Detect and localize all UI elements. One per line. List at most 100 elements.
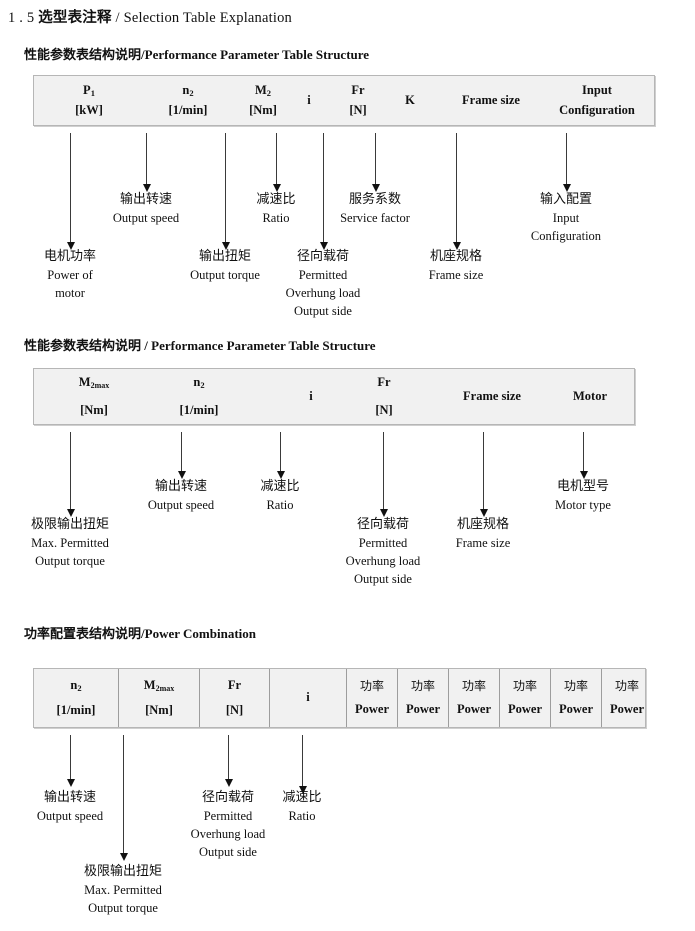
table3-col-power-1: 功率 Power: [346, 669, 397, 727]
note-overhung-load-2-en-1: Permitted: [358, 535, 408, 550]
note-overhung-load-2-en-2: Overhung load: [345, 553, 421, 568]
note-overhung-load-1-en-3: Output side: [294, 304, 352, 319]
note-motor-type-cn: 电机型号: [556, 478, 609, 493]
section-number: 1 . 5: [8, 10, 35, 26]
arrow-to-note-frame-size-2: [479, 432, 488, 517]
note-max-permitted-torque-3-cn: 极限输出扭矩: [83, 863, 162, 878]
arrow-to-note-output-speed-3: [66, 735, 75, 787]
page-title-cn: 选型表注释: [38, 10, 112, 26]
table2-col-frame-size-label: Frame size: [463, 388, 521, 403]
table3-col-power-2-cn: 功率: [410, 679, 435, 694]
note-input-configuration-cn: 输入配置: [539, 191, 592, 206]
arrow-to-note-overhung-load-2: [379, 432, 388, 517]
table2-col-m2max-unit: [Nm]: [80, 402, 108, 417]
table3-col-power-1-cn: 功率: [359, 679, 384, 694]
table1-col-p1-unit: [kW]: [75, 102, 103, 117]
table3-col-power-5: 功率 Power: [550, 669, 601, 727]
table3-col-power-6-cn: 功率: [614, 679, 639, 694]
note-input-configuration-en-1: Input: [552, 210, 580, 225]
note-ratio-2-cn: 减速比: [260, 478, 300, 493]
table1-col-n2: n2 [1/min]: [138, 76, 238, 125]
note-service-factor: 服务系数 Service factor: [305, 190, 445, 227]
table2-col-n2-unit: [1/min]: [179, 402, 219, 417]
table3-col-power-2: 功率 Power: [397, 669, 448, 727]
arrow-to-note-input-configuration: [562, 133, 571, 192]
table3-col-i: i: [269, 669, 346, 727]
table1-col-p1: P1 [kW]: [34, 76, 144, 125]
table1-col-m2-sub: 2: [266, 88, 272, 99]
table3-col-fr-unit: [N]: [225, 703, 244, 717]
table2-col-frame-size: Frame size: [432, 369, 552, 424]
section-1-heading-sep: /: [141, 47, 145, 62]
note-input-configuration: 输入配置 Input Configuration: [496, 190, 636, 245]
note-power-of-motor-en-2: motor: [55, 285, 85, 300]
arrow-to-note-output-torque: [221, 133, 230, 250]
table3-col-m2max-symbol: M: [143, 677, 156, 692]
note-ratio-2: 减速比 Ratio: [210, 477, 350, 514]
section-1-heading-en: Performance Parameter Table Structure: [144, 47, 370, 62]
table3-col-fr: Fr [N]: [199, 669, 269, 727]
note-motor-type-en: Motor type: [555, 497, 611, 512]
note-motor-type: 电机型号 Motor type: [513, 477, 653, 514]
table3-col-power-4: 功率 Power: [499, 669, 550, 727]
table3-col-fr-symbol: Fr: [227, 677, 242, 692]
section-1-heading: 性能参数表结构说明/Performance Parameter Table St…: [24, 44, 369, 63]
note-max-permitted-torque-3-en-1: Max. Permitted: [84, 882, 162, 897]
table3-col-m2max: M2max [Nm]: [118, 669, 199, 727]
arrow-to-note-output-speed: [142, 133, 151, 192]
table1-col-i-symbol: i: [307, 92, 311, 107]
table2-col-i-symbol: i: [309, 388, 313, 403]
note-overhung-load-1-cn: 径向载荷: [296, 248, 349, 263]
table3-col-m2max-unit: [Nm]: [145, 703, 173, 717]
note-ratio-1-cn: 减速比: [256, 191, 296, 206]
table1-col-input-config-l2: Configuration: [559, 102, 635, 117]
arrow-to-note-ratio-3: [298, 735, 307, 794]
note-max-permitted-torque-3-en-2: Output torque: [88, 900, 158, 915]
note-max-permitted-torque-1-en-1: Max. Permitted: [31, 535, 109, 550]
section-2-heading: 性能参数表结构说明 / Performance Parameter Table …: [24, 335, 376, 354]
table2-col-n2: n2 [1/min]: [144, 369, 254, 424]
note-output-speed-1-cn: 输出转速: [119, 191, 172, 206]
table1-col-fr-symbol: Fr: [351, 83, 365, 98]
note-max-permitted-torque-1-en-2: Output torque: [35, 553, 105, 568]
page-title-en: Selection Table Explanation: [123, 10, 292, 26]
page-title: 1 . 5 选型表注释 / Selection Table Explanatio…: [8, 6, 292, 27]
table2-col-motor: Motor: [546, 369, 634, 424]
section-3-heading-en: Power Combination: [144, 626, 256, 641]
table1-col-n2-symbol: n: [182, 83, 190, 98]
table1-col-m2-symbol: M: [254, 83, 267, 98]
table1-col-fr: Fr [N]: [330, 76, 386, 125]
table1-col-i: i: [289, 76, 329, 125]
note-ratio-1: 减速比 Ratio: [206, 190, 346, 227]
table2-col-fr-symbol: Fr: [377, 375, 391, 390]
note-output-speed-1: 输出转速 Output speed: [76, 190, 216, 227]
note-power-of-motor-cn: 电机功率: [43, 248, 96, 263]
table1-col-fr-unit: [N]: [349, 102, 367, 117]
table2-col-m2max-sub: 2max: [90, 381, 110, 391]
note-overhung-load-3-cn: 径向载荷: [201, 789, 254, 804]
table1-col-n2-sub: 2: [189, 88, 194, 99]
table2-col-fr-unit: [N]: [375, 402, 393, 417]
note-frame-size-2-en: Frame size: [455, 535, 511, 550]
note-overhung-load-3-en-2: Overhung load: [190, 826, 266, 841]
arrow-to-note-power-of-motor: [66, 133, 75, 250]
note-service-factor-en: Service factor: [340, 210, 410, 225]
table1-col-k-symbol: K: [405, 92, 415, 107]
performance-table-1: P1 [kW] n2 [1/min] M2 [Nm] i Fr [N] K Fr…: [33, 75, 655, 126]
note-overhung-load-3-en-1: Permitted: [203, 808, 253, 823]
section-3-heading-sep: /: [141, 626, 145, 641]
table3-col-n2-symbol: n: [70, 677, 78, 692]
title-separator: /: [115, 10, 120, 26]
note-output-speed-2-en: Output speed: [147, 497, 215, 512]
table2-col-motor-label: Motor: [572, 388, 607, 403]
note-output-speed-3-en: Output speed: [36, 808, 104, 823]
table3-col-i-symbol: i: [306, 690, 310, 705]
section-2-heading-cn: 性能参数表结构说明: [24, 338, 142, 353]
note-overhung-load-3: 径向载荷 Permitted Overhung load Output side: [158, 788, 298, 861]
arrow-to-note-service-factor: [371, 133, 380, 192]
note-output-speed-3: 输出转速 Output speed: [0, 788, 140, 825]
section-3-heading: 功率配置表结构说明/Power Combination: [24, 623, 256, 642]
note-max-permitted-torque-1-cn: 极限输出扭矩: [30, 516, 109, 531]
table2-col-n2-symbol: n: [193, 375, 201, 390]
arrow-to-note-permitted-overhung-load: [319, 133, 328, 250]
